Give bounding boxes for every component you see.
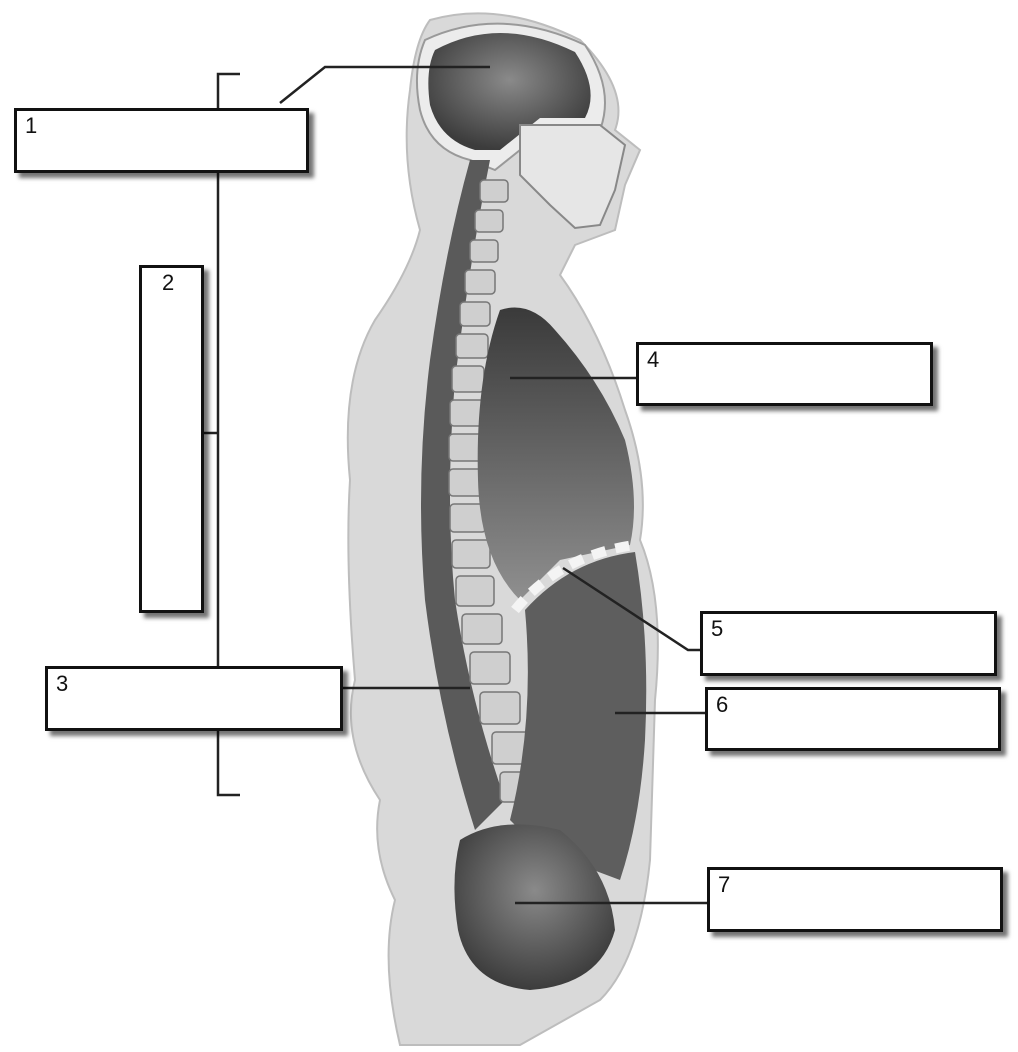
leader-line-5 — [562, 566, 700, 652]
thoracic-cavity — [477, 307, 634, 600]
label-number: 6 — [716, 692, 729, 717]
label-box-3[interactable]: 3 — [45, 666, 343, 731]
dorsal-cavity-bracket — [203, 72, 240, 797]
label-number: 3 — [56, 671, 69, 696]
label-box-1[interactable]: 1 — [14, 108, 309, 173]
cranial-cavity — [428, 32, 591, 150]
label-box-4[interactable]: 4 — [636, 342, 933, 406]
label-number: 1 — [25, 113, 38, 138]
diaphragm — [511, 540, 636, 614]
label-box-5[interactable]: 5 — [700, 611, 997, 676]
label-number: 5 — [711, 616, 724, 641]
label-number: 2 — [162, 270, 175, 295]
leader-line-1 — [279, 65, 490, 104]
abdominal-cavity — [510, 552, 647, 880]
leader-lines — [279, 65, 707, 905]
label-box-7[interactable]: 7 — [707, 867, 1003, 932]
label-number: 7 — [718, 872, 731, 897]
label-box-2[interactable]: 2 — [139, 265, 204, 613]
pelvic-cavity — [454, 824, 615, 990]
label-number: 4 — [647, 347, 660, 372]
facial-bones — [519, 124, 627, 230]
label-box-6[interactable]: 6 — [705, 687, 1001, 751]
spinal-column — [421, 160, 505, 830]
